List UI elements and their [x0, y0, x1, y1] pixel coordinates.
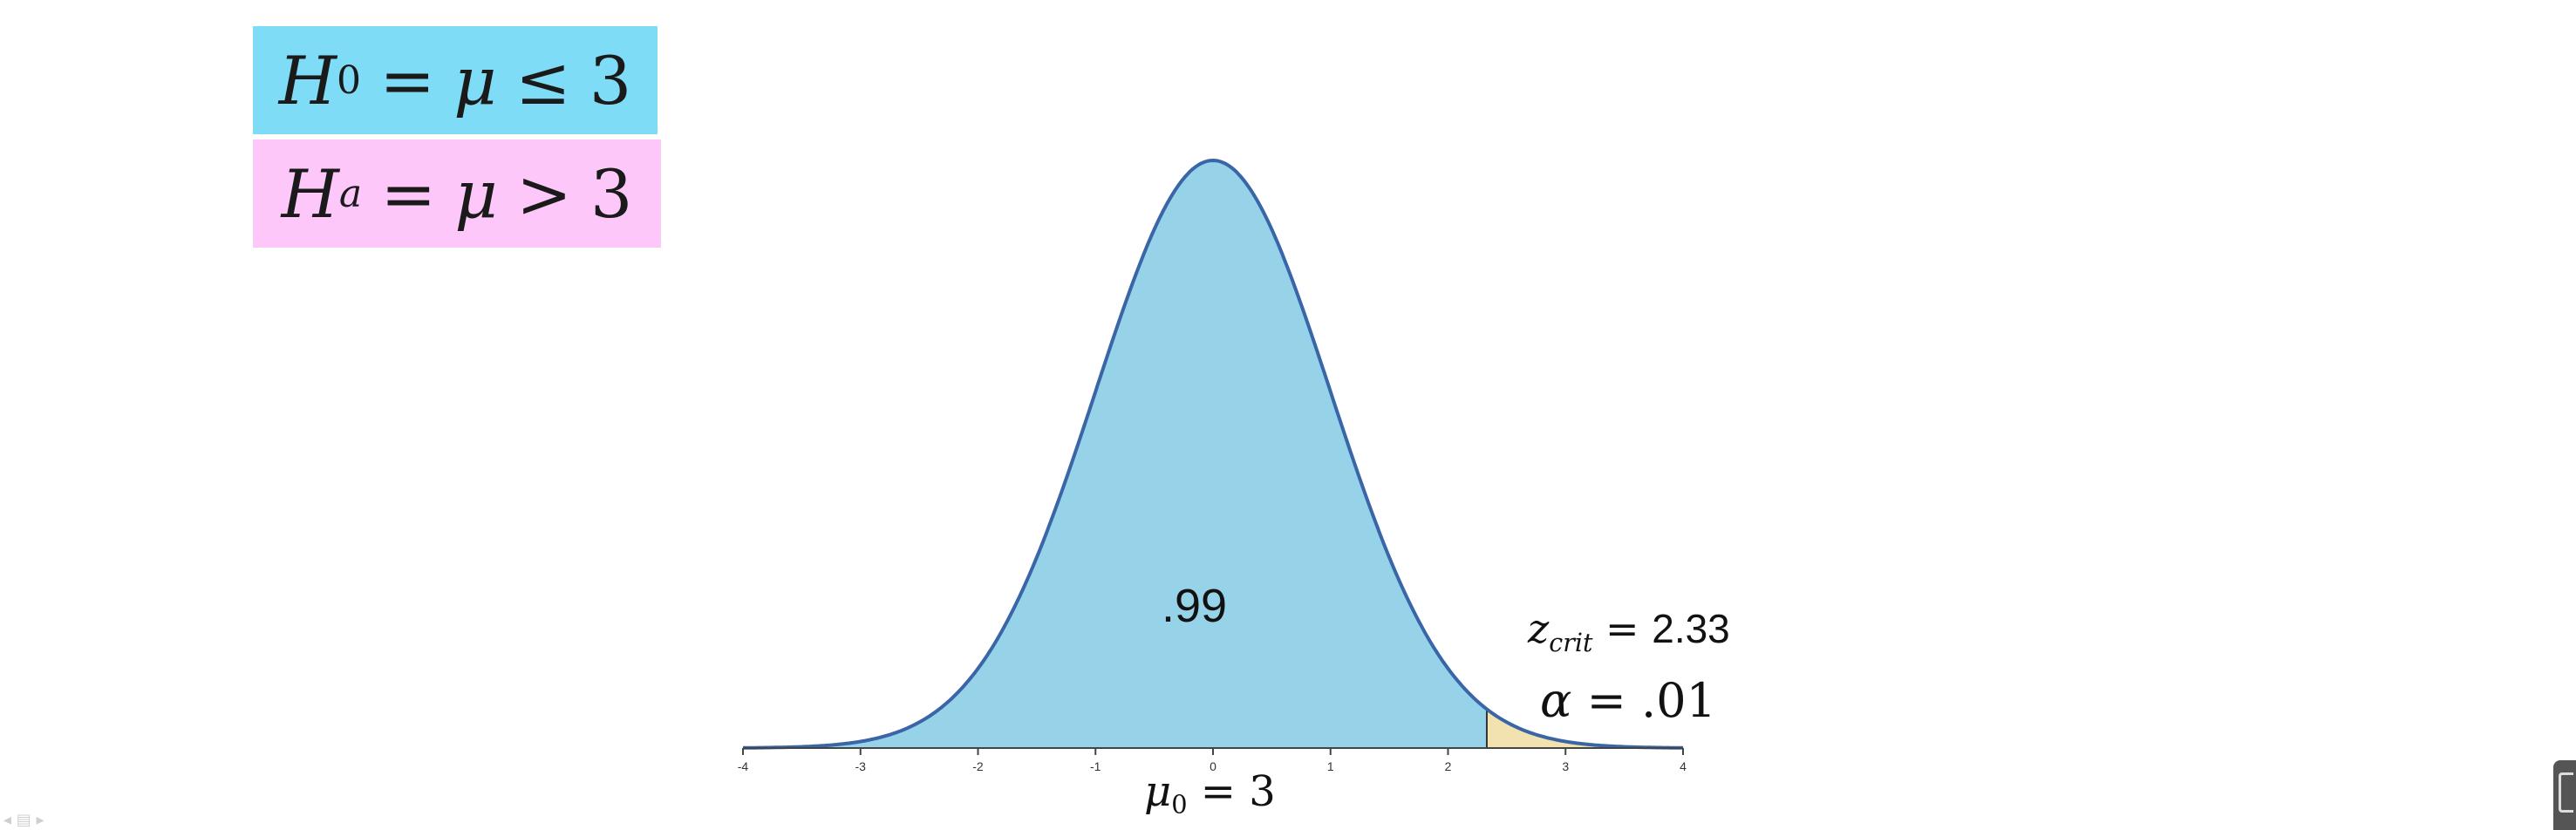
alternative-hypothesis-mu: μ — [454, 154, 498, 233]
x-tick-label: 1 — [1327, 759, 1334, 773]
alternative-hypothesis-relation: > — [516, 154, 572, 233]
mu-equals: = — [1187, 767, 1250, 816]
density-curve — [743, 158, 1683, 750]
null-hypothesis-equals: = — [379, 41, 436, 119]
x-tick-label: -1 — [1090, 759, 1101, 773]
null-hypothesis-value: 3 — [589, 41, 632, 119]
alternative-hypothesis-subscript: a — [338, 171, 363, 216]
alpha-value: .01 — [1641, 673, 1716, 728]
alpha-label: α = .01 — [1540, 673, 1716, 728]
mu-subscript: 0 — [1171, 789, 1188, 820]
x-tick-label: -3 — [855, 759, 867, 773]
z-critical-value: 2.33 — [1652, 606, 1730, 651]
acceptance-probability-label: .99 — [1162, 580, 1228, 632]
z-critical-label: zcrit = 2.33 — [1528, 605, 1730, 657]
x-tick-label: -4 — [738, 759, 749, 773]
alpha-symbol: α — [1540, 673, 1572, 728]
null-hypothesis-subscript: 0 — [337, 58, 362, 103]
null-hypothesis-symbol: H — [278, 41, 337, 119]
population-mean-label: μ0 = 3 — [1144, 767, 1276, 820]
alpha-equals: = — [1571, 673, 1642, 728]
x-tick-label: 4 — [1680, 759, 1687, 773]
alternative-hypothesis-symbol: H — [281, 154, 339, 233]
rejection-region-area — [1487, 709, 1683, 748]
z-critical-equals: = — [1592, 605, 1653, 652]
x-tick-label: 3 — [1562, 759, 1569, 773]
x-axis-ticks: -4 -3 -2 -1 0 1 2 3 4 — [738, 748, 1687, 773]
side-panel-tab[interactable] — [2553, 760, 2576, 830]
z-critical-symbol: z — [1528, 605, 1550, 652]
x-tick-label: 2 — [1445, 759, 1452, 773]
alternative-hypothesis-value: 3 — [590, 154, 633, 233]
null-hypothesis-relation: ≤ — [515, 41, 571, 119]
x-tick-label: -2 — [972, 759, 984, 773]
acceptance-region-area — [743, 160, 1487, 748]
alternative-hypothesis-equals: = — [380, 154, 437, 233]
x-tick-label: 0 — [1210, 759, 1216, 773]
z-critical-subscript: crit — [1549, 628, 1593, 657]
slide-navigation-controls[interactable]: ◂ ▤ ▸ — [3, 811, 44, 829]
null-hypothesis-mu: μ — [453, 41, 497, 119]
mu-value: 3 — [1249, 767, 1276, 816]
mu-symbol: μ — [1144, 767, 1172, 816]
